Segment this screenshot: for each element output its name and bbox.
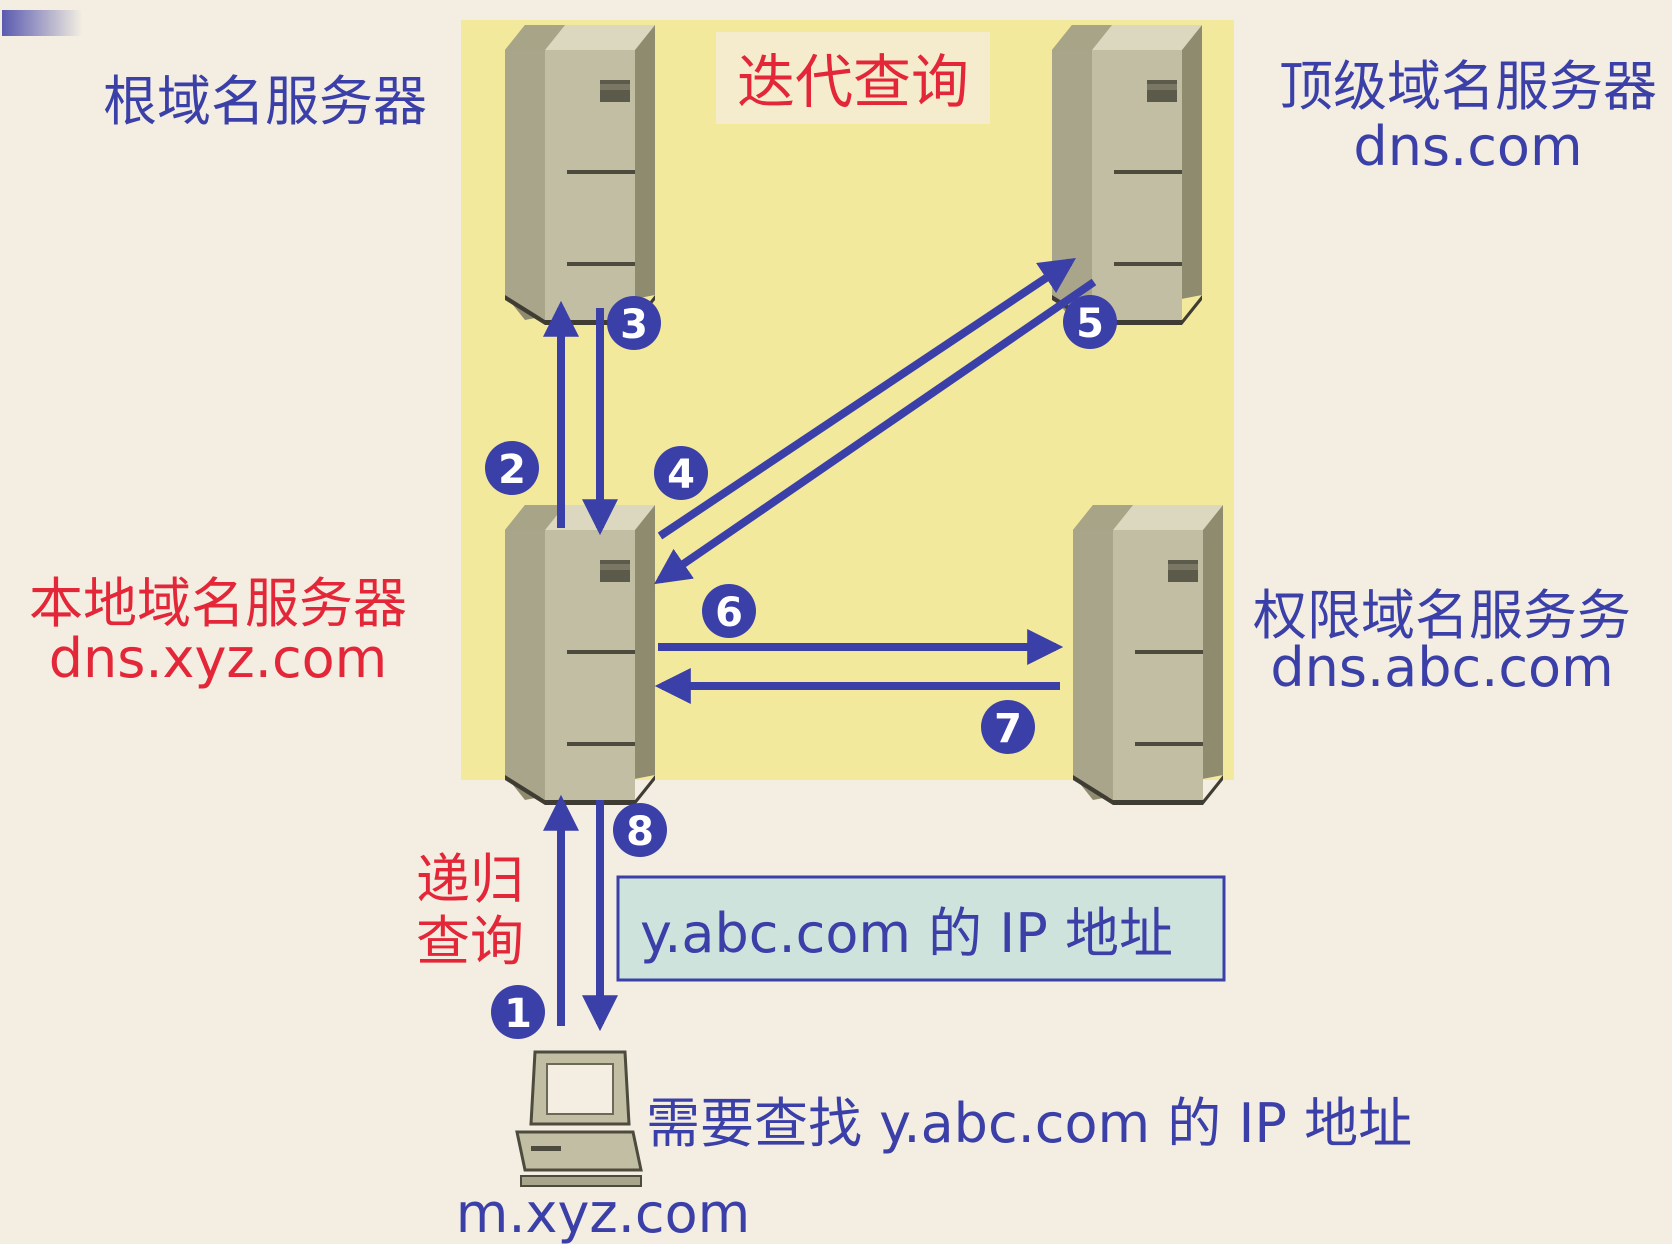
client-need-text: 需要查找 y.abc.com 的 IP 地址 [646,1092,1412,1155]
svg-text:1: 1 [504,991,532,1037]
step-badge-2: 2 [485,441,539,495]
auth-server-name: 权限域名服务务 [1253,584,1631,647]
step-badge-8: 8 [613,803,667,857]
svg-text:4: 4 [667,452,695,498]
svg-text:8: 8 [626,809,654,855]
step-badge-7: 7 [981,700,1035,754]
authoritative-server-icon [1073,505,1223,805]
answer-box [616,875,1226,982]
local-server-icon [505,505,655,805]
svg-text:7: 7 [994,706,1022,752]
arrow-step-4 [657,257,1076,540]
tld-server-icon [1052,25,1202,325]
answer-box-text: y.abc.com 的 IP 地址 [640,902,1173,965]
recursive-query-label-line1: 递归 [416,848,524,911]
svg-text:3: 3 [620,302,648,348]
tld-server-host: dns.com [1353,115,1582,178]
recursive-query-label-line2: 查询 [416,910,524,973]
local-server-name: 本地域名服务器 [29,572,407,635]
local-server-host: dns.xyz.com [49,627,388,690]
client-host: m.xyz.com [456,1182,751,1244]
step-badge-5: 5 [1063,295,1117,349]
slide-bullet-bar [2,10,82,36]
step-badge-4: 4 [654,446,708,500]
svg-text:2: 2 [498,447,526,493]
root-server-icon [505,25,655,325]
step-badge-6: 6 [702,584,756,638]
svg-text:6: 6 [715,590,743,636]
svg-text:5: 5 [1076,301,1104,347]
computer-icon [515,1050,643,1187]
arrow-step-5 [654,278,1097,585]
auth-server-host: dns.abc.com [1270,636,1613,699]
step-badge-3: 3 [607,296,661,350]
iterative-query-label: 迭代查询 [737,48,969,116]
step-badge-1: 1 [491,985,545,1039]
iterative-label-box [716,32,990,124]
root-server-name: 根域名服务器 [103,70,427,133]
tld-server-name: 顶级域名服务器 [1279,55,1657,118]
